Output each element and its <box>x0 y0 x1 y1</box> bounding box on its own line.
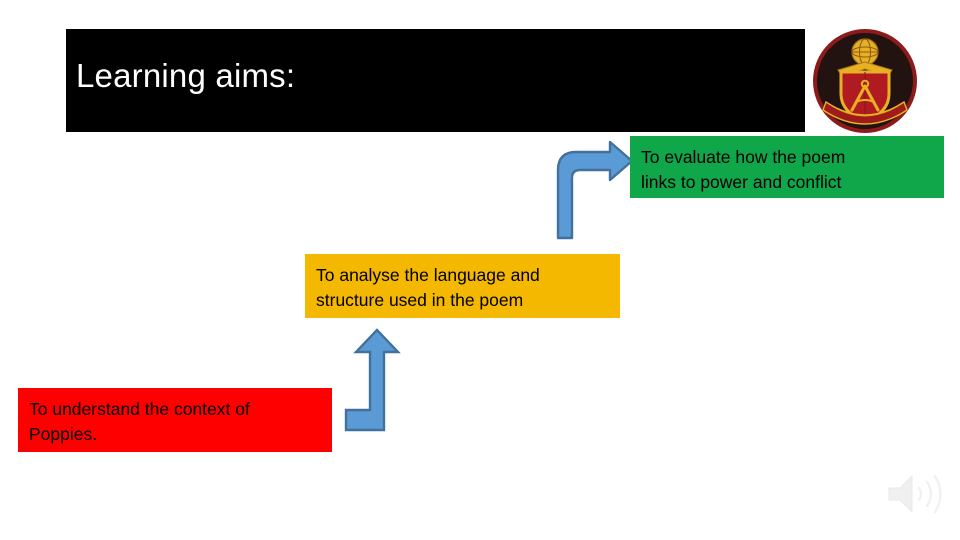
aim-analyse-line-2: structure used in the poem <box>316 290 524 310</box>
school-crest-icon <box>813 29 917 133</box>
aim-understand-line-2: Poppies. <box>29 424 98 444</box>
speaker-volume-icon[interactable] <box>886 470 944 518</box>
page-title: Learning aims: <box>76 57 296 94</box>
bent-arrow-right-icon <box>556 140 634 240</box>
title-banner <box>66 29 805 132</box>
aim-box-analyse: To analyse the language and structure us… <box>305 254 620 318</box>
aim-understand-line-1: To understand the context of <box>29 399 250 419</box>
aim-box-evaluate: To evaluate how the poem links to power … <box>630 136 944 198</box>
bent-arrow-up-icon <box>344 328 401 432</box>
aim-evaluate-line-2: links to power and conflict <box>641 172 842 192</box>
aim-evaluate-line-1: To evaluate how the poem <box>641 147 846 167</box>
aim-box-understand: To understand the context of Poppies. <box>18 388 332 452</box>
aim-analyse-line-1: To analyse the language and <box>316 265 540 285</box>
